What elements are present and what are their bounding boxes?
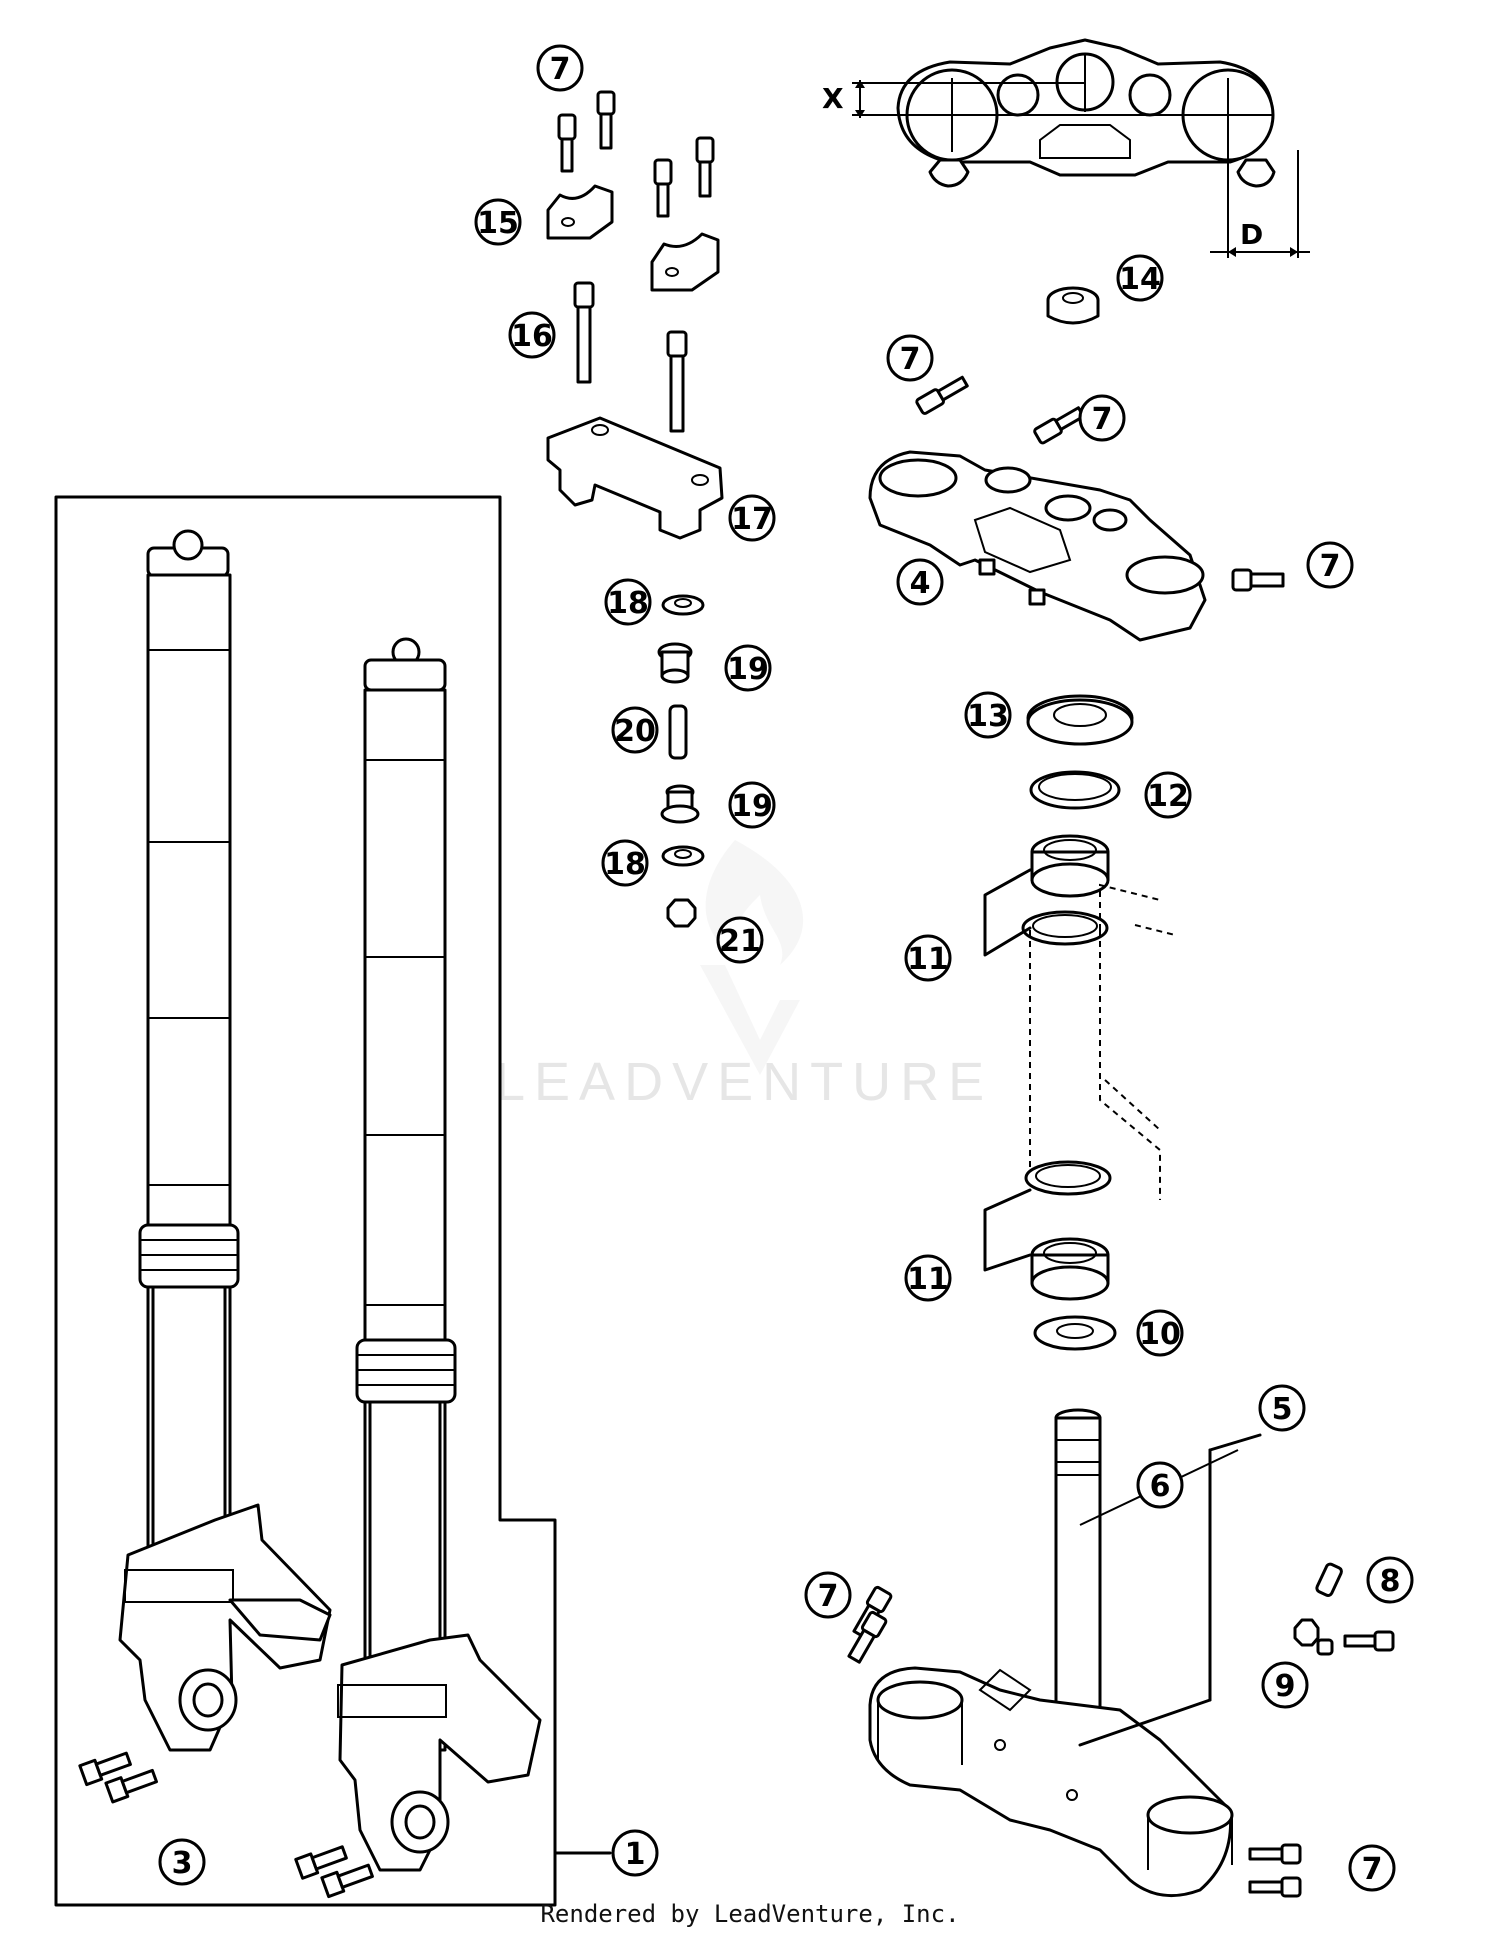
svg-text:4: 4 [910,566,931,601]
svg-text:7: 7 [1092,402,1113,437]
svg-text:14: 14 [1119,262,1161,297]
bearing-leader-lines [983,868,1032,1272]
svg-text:15: 15 [477,206,519,241]
svg-text:11: 11 [907,942,949,977]
callout-8: 8 [1366,1556,1414,1604]
callout-10: 10 [1136,1309,1184,1357]
callout-7-upper-clamp-a: 7 [886,334,934,382]
callout-4: 4 [896,558,944,606]
callout-5: 5 [1258,1384,1306,1432]
watermark-text: LEADVENTURE [495,1052,993,1112]
callout-9: 9 [1261,1661,1309,1709]
svg-text:7: 7 [818,1579,839,1614]
callout-13: 13 [964,691,1012,739]
svg-text:11: 11 [907,1262,949,1297]
svg-text:1: 1 [625,1837,646,1872]
fork-leg-left [118,529,332,1752]
svg-text:7: 7 [1320,549,1341,584]
steering-stem [1038,1408,1118,1744]
dimension-label-x: X [822,82,844,115]
callout-7-lower-clamp-bottom: 7 [1348,1844,1396,1892]
callout-19-lower: 19 [728,781,776,829]
svg-text:7: 7 [900,342,921,377]
callout-7-handlebar-bolts: 7 [536,44,584,92]
steering-nut [1046,286,1100,325]
callouts: 7 15 16 17 14 7 7 7 4 18 19 20 19 18 21 … [158,44,1414,1892]
callout-11-lower: 11 [904,1254,952,1302]
lower-triple-clamp [868,1666,1234,1898]
callout-21: 21 [716,916,764,964]
dimension-x: X [822,80,865,118]
svg-text:12: 12 [1147,779,1189,814]
axle-clamp-bolts-left [78,1751,158,1804]
upper-triple-clamp [868,450,1207,642]
upper-clamp-pinch-bolts [915,375,1285,592]
callout-14: 14 [1116,254,1164,302]
svg-text:13: 13 [967,699,1009,734]
fork-leg-right [337,637,542,1872]
callout-18-upper: 18 [604,578,652,626]
svg-text:7: 7 [550,52,571,87]
seal-ring [1029,770,1121,810]
rubber-damper-parts [657,594,705,928]
lower-dust-seal [1033,1315,1117,1351]
svg-text:10: 10 [1139,1317,1181,1352]
dimension-d: D [1210,150,1310,258]
lower-clamp-bolts [847,1585,1302,1898]
svg-text:8: 8 [1380,1564,1401,1599]
svg-text:19: 19 [731,789,773,824]
svg-text:16: 16 [511,319,553,354]
svg-text:5: 5 [1272,1392,1293,1427]
handlebar-clamp-upper [546,184,720,292]
svg-text:3: 3 [172,1846,193,1881]
svg-text:6: 6 [1150,1469,1171,1504]
steering-head-frame [1029,883,1176,1200]
lower-bearing [1024,1160,1112,1301]
svg-text:7: 7 [1362,1852,1383,1887]
footer-credit: Rendered by LeadVenture, Inc. [540,1900,960,1928]
svg-text:20: 20 [614,714,656,749]
svg-text:18: 18 [607,586,649,621]
callout-7-upper-clamp-c: 7 [1306,541,1354,589]
callout-15: 15 [474,198,522,246]
steering-stop-parts [1293,1562,1395,1656]
callout-18-lower: 18 [601,839,649,887]
upper-triple-clamp-top-view [852,38,1276,188]
upper-bearing [1021,834,1110,946]
fork-assembly-frame [54,495,557,1907]
svg-text:9: 9 [1275,1669,1296,1704]
dimension-label-d: D [1240,218,1263,251]
dust-seal-top [1026,694,1134,746]
svg-text:21: 21 [719,924,761,959]
callout-20: 20 [611,706,659,754]
callout-6: 6 [1136,1461,1184,1509]
callout-3: 3 [158,1838,206,1886]
svg-text:18: 18 [604,847,646,882]
callout-7-upper-clamp-b: 7 [1078,394,1126,442]
handlebar-clamp-lower [546,416,724,540]
callout-11-upper: 11 [904,934,952,982]
handlebar-clamp-long-bolts [573,281,688,433]
callout-1: 1 [611,1829,659,1877]
callout-12: 12 [1144,771,1192,819]
callout-16: 16 [508,311,556,359]
callout-7-lower-clamp-top: 7 [804,1571,852,1619]
svg-text:17: 17 [731,502,773,537]
callout-17: 17 [728,494,776,542]
svg-text:19: 19 [727,652,769,687]
callout-19-upper: 19 [724,644,772,692]
handlebar-clamp-bolts [557,90,715,218]
axle-clamp-bolts-right [294,1845,374,1899]
